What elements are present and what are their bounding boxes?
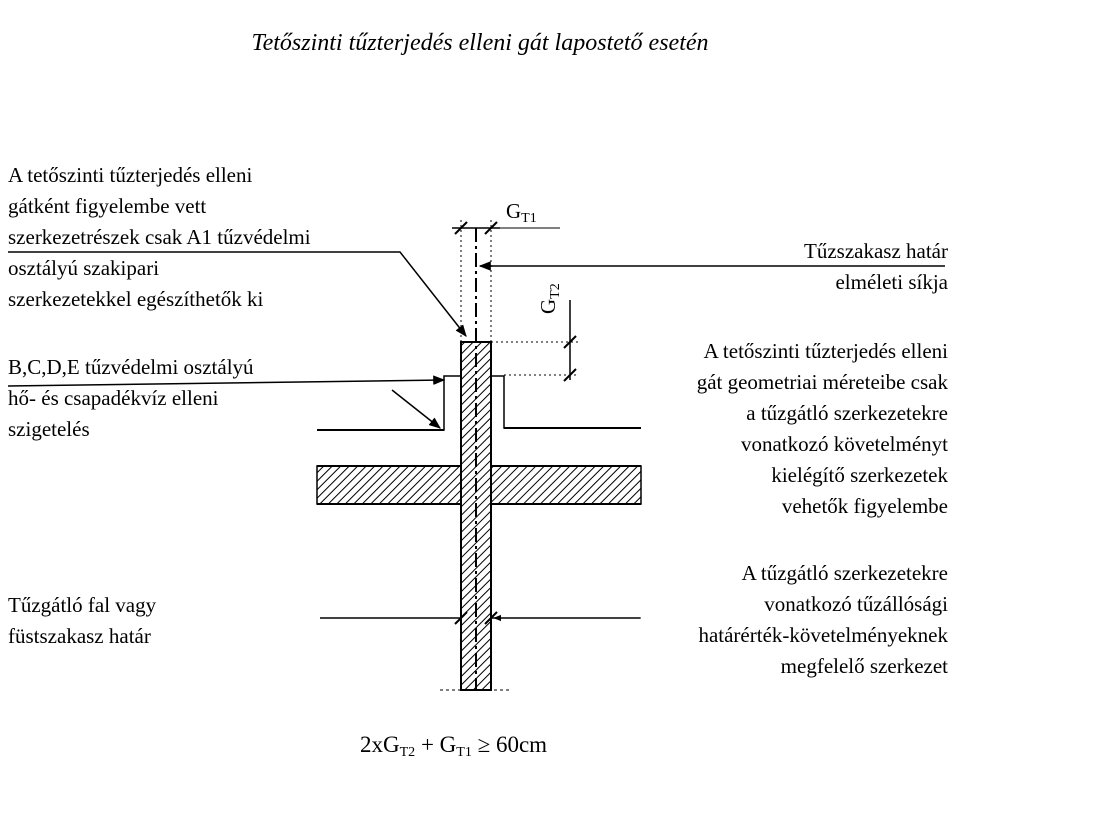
label-line: A tetőszinti tűzterjedés elleni bbox=[8, 163, 253, 187]
label-insulation: B,C,D,E tűzvédelmi osztályú hő- és csapa… bbox=[8, 352, 254, 445]
label-line: kielégítő szerkezetek bbox=[771, 463, 948, 487]
label-line: A tetőszinti tűzterjedés elleni bbox=[703, 339, 948, 363]
leader-mid-left-2 bbox=[391, 389, 441, 429]
gt1-label: GT1 bbox=[506, 199, 537, 227]
label-fire-resistance: A tűzgátló szerkezetekre vonatkozó tűzál… bbox=[698, 558, 948, 682]
gt2-sub: T2 bbox=[548, 283, 563, 299]
formula-sub: T2 bbox=[399, 745, 416, 760]
label-geometry-note: A tetőszinti tűzterjedés elleni gát geom… bbox=[697, 336, 948, 522]
gt2-main: G bbox=[536, 298, 560, 314]
formula: 2xGT2 + GT1 ≥ 60cm bbox=[360, 732, 547, 761]
gt1-sub: T1 bbox=[521, 211, 537, 226]
label-line: gát geometriai méreteibe csak bbox=[696, 370, 948, 394]
label-line: A tűzgátló szerkezetekre bbox=[741, 561, 948, 585]
gt2-label: GT2 bbox=[536, 283, 564, 314]
label-line: elméleti síkja bbox=[835, 270, 948, 294]
label-line: osztályú szakipari bbox=[8, 256, 160, 280]
label-line: határérték-követelményeknek bbox=[698, 623, 948, 647]
leader-top-left bbox=[8, 251, 467, 337]
label-line: B,C,D,E tűzvédelmi osztályú bbox=[8, 355, 254, 379]
label-line: a tűzgátló szerkezetekre bbox=[746, 401, 948, 425]
insulation-right bbox=[491, 375, 641, 429]
label-line: megfelelő szerkezet bbox=[780, 654, 948, 678]
label-line: vonatkozó tűzállósági bbox=[764, 592, 948, 616]
label-a1-components: A tetőszinti tűzterjedés elleni gátként … bbox=[8, 160, 311, 315]
formula-part: ≥ 60cm bbox=[471, 732, 548, 757]
label-line: Tűzgátló fal vagy bbox=[8, 593, 157, 617]
formula-part: + G bbox=[415, 732, 457, 757]
formula-part: 2xG bbox=[360, 732, 400, 757]
label-line: vehetők figyelembe bbox=[781, 494, 948, 518]
label-line: szigetelés bbox=[8, 417, 90, 441]
label-line: füstszakasz határ bbox=[8, 624, 151, 648]
label-line: vonatkozó követelményt bbox=[740, 432, 948, 456]
label-line: szerkezetekkel egészíthetők ki bbox=[8, 287, 264, 311]
leader-mid-left-1 bbox=[7, 375, 446, 387]
label-line: szerkezetrészek csak A1 tűzvédelmi bbox=[8, 225, 311, 249]
gt1-main: G bbox=[506, 199, 522, 223]
insulation-left bbox=[317, 375, 461, 431]
label-line: hő- és csapadékvíz elleni bbox=[8, 386, 219, 410]
label-theoretical-plane: Tűzszakasz határ elméleti síkja bbox=[804, 236, 948, 298]
label-line: gátként figyelembe vett bbox=[8, 194, 207, 218]
label-line: Tűzszakasz határ bbox=[804, 239, 948, 263]
formula-sub: T1 bbox=[456, 745, 472, 760]
label-firewall: Tűzgátló fal vagy füstszakasz határ bbox=[8, 590, 156, 652]
diagram-title: Tetőszinti tűzterjedés elleni gát lapost… bbox=[251, 30, 709, 56]
